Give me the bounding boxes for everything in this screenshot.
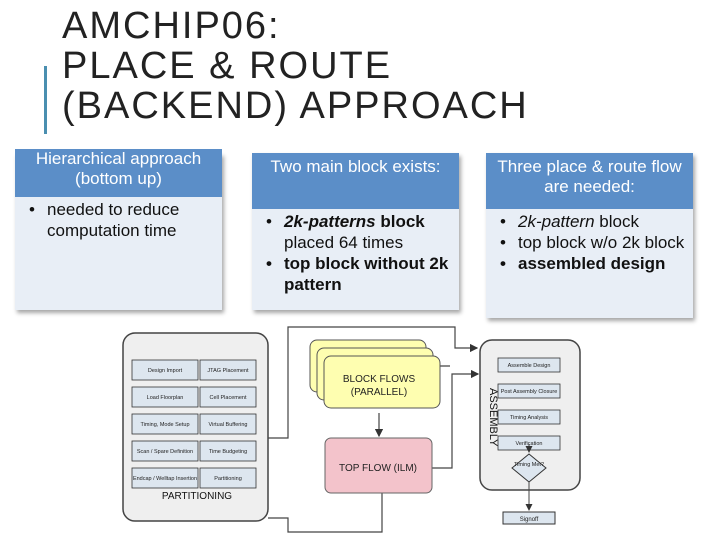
partition-step-box: Virtual Buffering xyxy=(199,413,257,435)
partition-step-box-label: Cell Placement xyxy=(210,395,247,401)
partition-step-box: Partitioning xyxy=(199,467,257,489)
title-accent-bar xyxy=(44,66,47,134)
card-body: 2k-patterns block placed 64 times top blo… xyxy=(252,209,459,299)
partition-step-box-frame xyxy=(199,440,257,462)
partition-step-box-frame xyxy=(199,359,257,381)
assembly-step-box-frame xyxy=(497,409,561,425)
partition-step-box-frame xyxy=(131,386,199,408)
card-two-main-blocks: Two main block exists: 2k-patterns block… xyxy=(252,153,459,310)
partition-step-box-frame xyxy=(199,386,257,408)
signoff-box xyxy=(502,511,556,525)
partition-step-box: Cell Placement xyxy=(199,386,257,408)
bullet-item: top block w/o 2k block xyxy=(500,232,685,253)
plain-text: block xyxy=(594,212,639,231)
plain-text: placed 64 times xyxy=(284,233,404,252)
partition-step-box: Timing, Mode Setup xyxy=(131,413,199,435)
block-flow-card-front xyxy=(323,355,441,409)
block-flows-stack: BLOCK FLOWS (PARALLEL) xyxy=(309,339,441,409)
partition-step-box-label: Virtual Buffering xyxy=(209,422,248,428)
signoff-label: Signoff xyxy=(520,517,539,523)
card-body: 2k-pattern block top block w/o 2k block … xyxy=(486,209,693,327)
flow-connectors xyxy=(268,326,480,533)
assembly-step-box-label: Post Assembly Closure xyxy=(501,389,558,395)
bullet-item: top block without 2k pattern xyxy=(266,253,451,295)
card-three-flows: Three place & route flow are needed: 2k-… xyxy=(486,153,693,318)
block-flows-title: BLOCK FLOWS xyxy=(343,374,416,385)
partition-step-box: Scan / Spare Definition xyxy=(131,440,199,462)
card-header: Two main block exists: xyxy=(252,153,459,209)
partition-step-box-label: Scan / Spare Definition xyxy=(137,449,193,455)
bullet-item: 2k-patterns block placed 64 times xyxy=(266,211,451,253)
partition-step-box-frame xyxy=(131,467,199,489)
top-flow-label: TOP FLOW (ILM) xyxy=(339,463,417,474)
partition-step-box: JTAG Placement xyxy=(199,359,257,381)
partition-step-box-frame xyxy=(199,467,257,489)
partition-step-box: Load Floorplan xyxy=(131,386,199,408)
top-flow-box xyxy=(324,437,433,494)
partition-step-box-frame xyxy=(131,413,199,435)
partition-step-box-label: Time Budgeting xyxy=(209,449,247,455)
bold-text: block xyxy=(375,212,425,231)
assembly-label: ASSEMBLY xyxy=(487,388,499,447)
partition-step-box: Design Import xyxy=(131,359,199,381)
partitioning-label: PARTITIONING xyxy=(162,491,232,502)
assembly-step-box-label: Assemble Design xyxy=(508,363,551,369)
bullet-item: 2k-pattern block xyxy=(500,211,685,232)
partition-step-box-label: JTAG Placement xyxy=(207,368,249,374)
partition-step-box-frame xyxy=(131,440,199,462)
decision-label: Timing Met? xyxy=(514,462,544,468)
card-header: Hierarchical approach (bottom up) xyxy=(15,149,222,197)
card-header: Three place & route flow are needed: xyxy=(486,153,693,209)
bullet-item: needed to reduce computation time xyxy=(29,199,214,241)
assembly-step-box-frame xyxy=(497,383,561,399)
block-flows-subtitle: (PARALLEL) xyxy=(351,387,408,398)
partition-step-box-label: Design Import xyxy=(148,368,183,374)
assembly-step-box-label: Timing Analysis xyxy=(510,415,548,421)
partition-step-box: Time Budgeting xyxy=(199,440,257,462)
emphasis-text: 2k-pattern xyxy=(518,212,595,231)
slide-title: AMCHIP06: PLACE & ROUTE (BACKEND) APPROA… xyxy=(62,5,529,127)
partition-step-box: Endcap / Welltap Insertion xyxy=(131,467,199,489)
card-hierarchical-approach: Hierarchical approach (bottom up) needed… xyxy=(15,149,222,310)
assembly-step-box-frame xyxy=(497,357,561,373)
top-flow-block: TOP FLOW (ILM) xyxy=(324,437,433,494)
partition-step-box-label: Load Floorplan xyxy=(147,395,184,401)
partition-step-box-frame xyxy=(199,413,257,435)
partition-step-box-label: Partitioning xyxy=(214,476,242,482)
assembly-step-box: Timing Analysis xyxy=(497,409,561,425)
assembly-step-box: Post Assembly Closure xyxy=(497,383,561,399)
emphasis-text: 2k-patterns xyxy=(284,212,376,231)
bullet-item: assembled design xyxy=(500,253,685,274)
partition-step-box-label: Endcap / Welltap Insertion xyxy=(133,476,197,482)
partition-step-box-frame xyxy=(131,359,199,381)
assembly-step-box: Assemble Design xyxy=(497,357,561,373)
partition-step-box-label: Timing, Mode Setup xyxy=(140,422,189,428)
card-body: needed to reduce computation time xyxy=(15,197,222,245)
